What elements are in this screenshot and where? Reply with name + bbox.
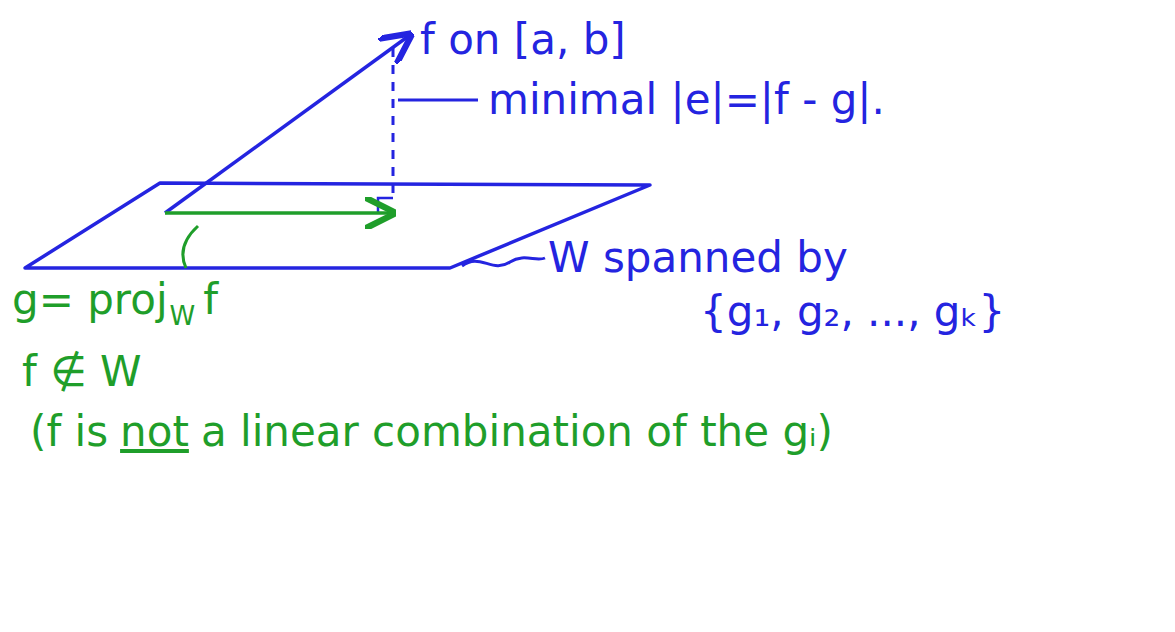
right-angle-mark	[378, 198, 393, 213]
error-dashed-line	[392, 48, 395, 198]
vector-g	[165, 211, 393, 215]
label-text: f ∉ W	[22, 348, 142, 396]
label-text: {g₁, g₂, ..., gₖ}	[700, 288, 1005, 336]
label-text: not	[120, 408, 189, 456]
label-text: f	[203, 276, 218, 324]
vector-f	[165, 35, 410, 213]
leader-line	[398, 99, 478, 102]
label-text: W	[170, 302, 196, 332]
label-text: minimal |e|=|f - g|.	[488, 76, 885, 124]
label-text: a linear combination of the gᵢ)	[201, 408, 833, 456]
leader-tilde	[462, 258, 545, 266]
label-text: W spanned by	[548, 234, 848, 282]
label-text: g= proj	[12, 276, 168, 324]
label-text: (f is	[30, 408, 108, 456]
label-text: f on [a, b]	[420, 16, 626, 64]
bracket-leader	[183, 226, 198, 268]
